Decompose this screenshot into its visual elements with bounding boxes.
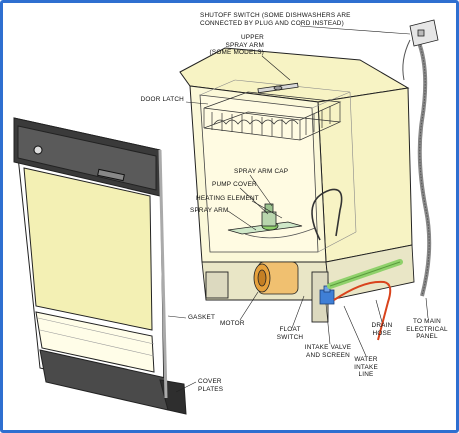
label-gasket: GASKET <box>188 314 216 321</box>
motor-shape <box>253 261 299 295</box>
upper-spray-arm <box>257 82 299 94</box>
label-float-switch: FLOAT SWITCH <box>276 326 304 341</box>
label-to-main-electrical-panel: TO MAIN ELECTRICAL PANEL <box>406 318 448 341</box>
shutoff-switch-box <box>409 19 439 47</box>
label-water-intake-line: WATER INTAKE LINE <box>354 356 378 379</box>
label-pump-cover: PUMP COVER <box>212 181 257 188</box>
label-cover-plates: COVER PLATES <box>198 378 224 393</box>
label-spray-arm: SPRAY ARM <box>190 207 229 214</box>
label-spray-arm-cap: SPRAY ARM CAP <box>234 168 289 175</box>
label-door-latch: DOOR LATCH <box>140 96 184 103</box>
intake-valve-shape <box>319 285 335 305</box>
label-drain-hose: DRAIN HOSE <box>371 322 393 337</box>
upper-rack <box>203 91 342 141</box>
drain-hose-red <box>333 280 392 341</box>
tub <box>179 47 413 263</box>
label-shutoff-switch: SHUTOFF SWITCH (SOME DISHWASHERS ARE CON… <box>200 12 351 27</box>
label-heating-element: HEATING ELEMENT <box>196 195 259 202</box>
lower-components <box>227 188 343 241</box>
door <box>13 117 187 415</box>
label-intake-valve: INTAKE VALVE AND SCREEN <box>304 344 352 359</box>
label-upper-spray-arm: UPPER SPRAY ARM (SOME MODELS) <box>209 34 264 57</box>
leader-lines <box>167 25 429 393</box>
gasket-line <box>158 149 168 399</box>
electrical-conduit <box>416 39 432 297</box>
label-motor: MOTOR <box>220 320 245 327</box>
